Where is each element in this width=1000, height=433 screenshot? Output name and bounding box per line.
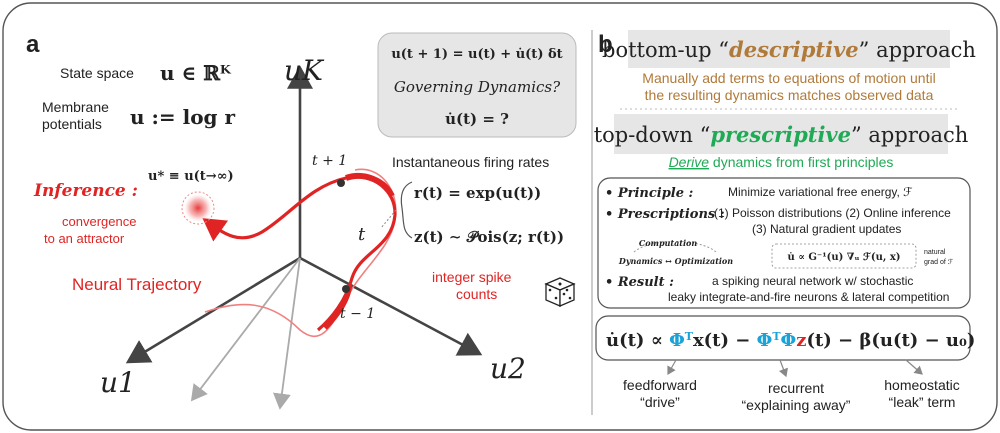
natgrad-note-1: natural (924, 249, 946, 256)
label-t-minus-1: t − 1 (340, 306, 375, 322)
attractor-equation: u* ≡ u(t→∞) (148, 169, 234, 184)
trajectory-highlight-upper (345, 173, 395, 198)
annot-leak-1: homeostatic (884, 377, 959, 393)
panel-a-label: a (26, 31, 40, 58)
membrane-label-2: potentials (42, 116, 102, 132)
top-down-banner (614, 114, 948, 154)
result-text-2: leaky integrate-and-fire neurons & later… (668, 290, 949, 304)
annot-leak-2: “leak” term (889, 394, 956, 410)
inference-desc-2: to an attractor (44, 231, 125, 246)
state-space-equation: u ∈ ℝᴷ (160, 61, 232, 85)
principle-label: • Principle : (605, 186, 694, 201)
bottom-up-pre: bottom-up “ (602, 38, 729, 62)
top-down-post: ” approach (851, 123, 968, 147)
bottom-up-post: ” approach (859, 38, 976, 62)
attractor-ring (181, 191, 215, 225)
attractor-glow (184, 194, 212, 222)
axis-u2-line (299, 256, 483, 356)
axis-u1-label: u1 (100, 366, 136, 399)
annot-recurrent-1: recurrent (768, 380, 824, 396)
inference-label: Inference : (33, 181, 138, 201)
annot-arrow-recurrent (778, 359, 788, 378)
box-question: Governing Dynamics? (394, 78, 561, 96)
bottom-up-title: bottom-up “descriptive” approach (602, 37, 976, 62)
natgrad-equation: u̇ ∝ G⁻¹(u) ∇ᵤ ℱ(u, x) (787, 252, 900, 263)
annot-feedforward-1: feedforward (623, 377, 697, 393)
principle-text: Minimize variational free energy, ℱ (728, 185, 913, 199)
bracket-curve (400, 181, 413, 239)
top-down-pre: top-down “ (594, 123, 711, 147)
result-label: • Result : (605, 275, 674, 290)
label-t-plus-1: t + 1 (312, 153, 347, 169)
axis-u2-label: u2 (490, 352, 526, 385)
prescriptions-text-1: (1) Poisson distributions (2) Online inf… (714, 206, 951, 220)
inference-desc-1: convergence (62, 214, 136, 229)
label-t: t (358, 224, 366, 245)
axis-uk-label: uK (284, 54, 325, 87)
bottom-up-desc-2: the resulting dynamics matches observed … (645, 87, 934, 103)
dynamics-optimization-label: Dynamics ↔ Optimization (618, 256, 733, 266)
prescriptions-label: • Prescriptions : (605, 207, 725, 222)
derive-line: Derive dynamics from first principles (669, 154, 894, 170)
derive-rest: dynamics from first principles (709, 154, 893, 170)
final-eq-rest: (t) − β(u(t) − u₀) (806, 330, 975, 351)
box-equation-1: u(t + 1) = u(t) + u̇(t) δt (391, 47, 562, 62)
final-eq-z: z (796, 330, 806, 351)
prescriptions-text-2: (3) Natural gradient updates (752, 222, 901, 236)
annot-arrow-feedforward (667, 359, 677, 376)
point-t-minus-1 (342, 285, 350, 293)
membrane-label-1: Membrane (42, 99, 109, 115)
bottom-up-word: descriptive (729, 37, 859, 62)
membrane-equation: u := log r (130, 105, 235, 129)
spike-label-1: integer spike (432, 269, 512, 285)
panel-b-label: b (598, 31, 613, 58)
natgrad-box (771, 243, 917, 269)
axis-extra-1 (190, 257, 301, 402)
final-eq-lhs: u̇(t) ∝ (606, 330, 669, 351)
box-equation-2: u̇(t) = ? (445, 110, 509, 128)
firing-rates-label: Instantaneous firing rates (392, 154, 549, 170)
top-down-title: top-down “prescriptive” approach (594, 122, 969, 147)
result-text-1: a spiking neural network w/ stochastic (712, 274, 913, 288)
principles-box (597, 177, 971, 309)
state-space-label: State space (60, 65, 134, 81)
firing-rates-equation: r(t) = exp(u(t)) (414, 184, 541, 202)
neural-trajectory-label: Neural Trajectory (72, 275, 202, 294)
final-equation: u̇(t) ∝ ΦTx(t) − ΦTΦz(t) − β(u(t) − u₀) (606, 330, 975, 352)
derive-word: Derive (669, 154, 710, 170)
natgrad-note-2: grad of ℱ (924, 258, 954, 266)
annot-feedforward-2: “drive” (640, 394, 680, 410)
spike-label-2: counts (456, 286, 497, 302)
annot-arrow-leak (905, 359, 923, 375)
axis-extra-2 (272, 257, 301, 410)
governing-dynamics-box (377, 32, 577, 138)
top-down-word: prescriptive (710, 122, 851, 147)
point-t-plus-1 (337, 179, 345, 187)
annot-recurrent-2: “explaining away” (742, 397, 851, 413)
final-eq-phi-1: Φ (669, 330, 685, 351)
bottom-up-desc-1: Manually add terms to equations of motio… (642, 70, 935, 86)
spike-equation: z(t) ∼ 𝒫ois(z; r(t)) (414, 228, 564, 246)
computation-label: Computation (639, 238, 698, 248)
final-equation-box (595, 315, 971, 361)
bottom-up-banner (628, 30, 950, 68)
dice-icon (544, 277, 576, 307)
